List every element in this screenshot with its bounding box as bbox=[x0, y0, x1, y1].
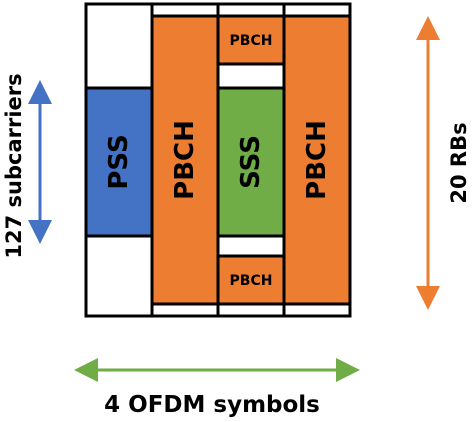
col3-top-strip bbox=[216, 2, 286, 18]
col3-bottom-strip bbox=[216, 302, 286, 318]
col4-bottom-strip bbox=[282, 302, 352, 318]
pbch-top-label: PBCH bbox=[230, 33, 273, 49]
col3-lower-empty bbox=[216, 234, 286, 258]
pss-block bbox=[84, 86, 154, 238]
col3-upper-empty bbox=[216, 62, 286, 90]
col1-bottom-empty bbox=[84, 234, 154, 318]
pbch-bottom-label: PBCH bbox=[230, 273, 273, 289]
rbs-label: 20 RBs bbox=[447, 122, 471, 203]
pbch-left-block bbox=[150, 14, 220, 306]
pss-label: PSS bbox=[104, 134, 134, 189]
col2-top-strip bbox=[150, 2, 220, 18]
pbch-right-label: PBCH bbox=[302, 120, 332, 200]
col1-top-empty bbox=[84, 2, 154, 90]
col2-bottom-strip bbox=[150, 302, 220, 318]
pbch-left-label: PBCH bbox=[170, 120, 200, 200]
sss-label: SSS bbox=[236, 135, 266, 189]
subcarriers-label: 127 subcarriers bbox=[2, 73, 26, 258]
symbols-label: 4 OFDM symbols bbox=[104, 392, 320, 418]
pbch-right-block bbox=[282, 14, 352, 306]
col4-top-strip bbox=[282, 2, 352, 18]
